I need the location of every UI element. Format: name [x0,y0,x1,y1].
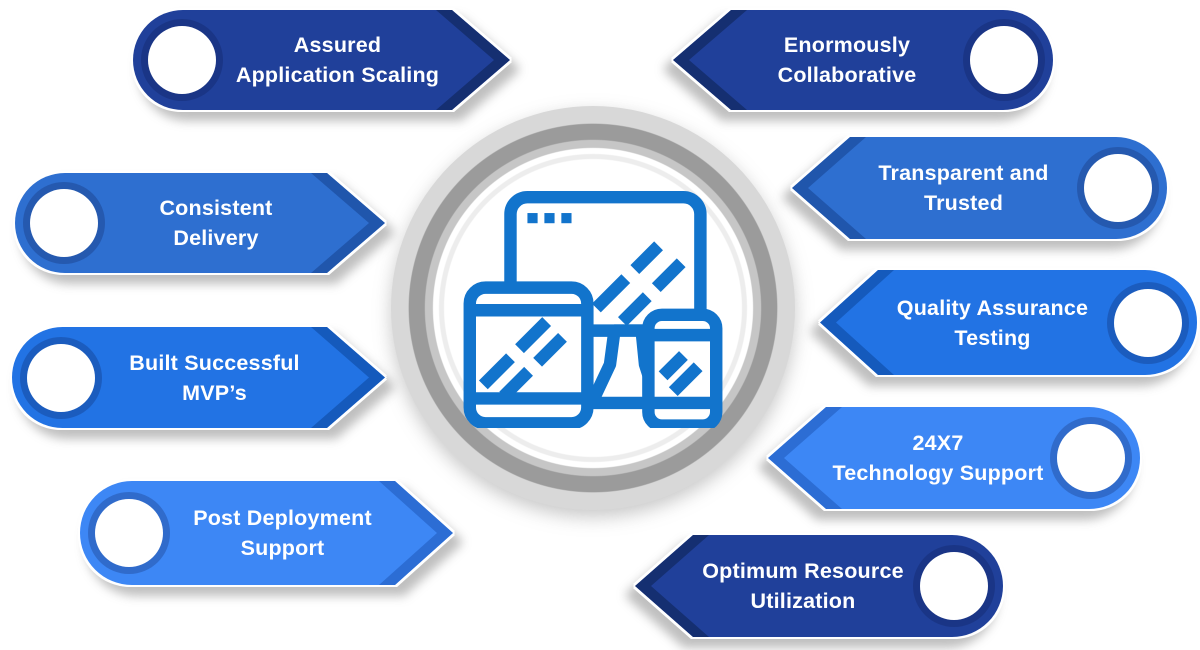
banner-label-line1: Assured [293,33,382,57]
benefit-banner-24x7-technology-support: 24X7 Technology Support [768,407,1140,509]
banner-label-line1: Quality Assurance [896,295,1089,320]
banner-label-line1: Post Deployment [193,506,372,530]
banner-label-line2: Testing [954,325,1031,350]
benefit-banner-post-deployment-support: Post Deployment Support [80,481,453,585]
banner-label-line1: Transparent and [878,161,1049,185]
bullet-circle [1057,424,1125,492]
banner-label-line1: Consistent [159,196,273,220]
banner-label-line1: 24X7 [912,431,964,455]
banner-label-line1: Enormously [783,33,911,57]
shine-slashes-phone [658,351,703,397]
banner-shape: Post Deployment Support [80,481,453,585]
bullet-circle [95,499,163,567]
banner-shape: Enormously Collaborative [673,10,1053,110]
banner-shape: 24X7 Technology Support [768,407,1140,509]
banner-label-line2: Collaborative [777,63,917,87]
banner-label-line1: Built Successful [129,350,300,375]
shine-slashes-tablet [478,317,567,401]
bullet-circle [970,26,1038,94]
banner-label-line2: Utilization [750,589,856,613]
banner-label-line2: MVP’s [182,380,247,405]
banner-label-line2: Trusted [923,191,1004,215]
banner-label: Optimum Resource Utilization [635,535,1003,637]
banner-label-line2: Application Scaling [235,63,440,87]
banner-label: 24X7 Technology Support [768,407,1140,509]
bullet-circle [30,189,98,257]
shine-slashes-monitor [591,241,686,326]
benefit-banner-optimum-resource-utilization: Optimum Resource Utilization [635,535,1003,637]
bullet-circle [148,26,216,94]
banner-label: Consistent Delivery [15,173,385,273]
bullet-circle [1084,154,1152,222]
benefit-banner-quality-assurance-testing: Quality Assurance Testing [820,270,1197,375]
banner-shape: Quality Assurance Testing [820,270,1197,375]
banner-label: Enormously Collaborative [673,10,1053,110]
banner-label: Assured Application Scaling [133,10,510,110]
browser-dots-icon [527,213,572,224]
benefit-banner-built-successful-mvps: Built Successful MVP’s [12,327,385,428]
benefit-banner-consistent-delivery: Consistent Delivery [15,173,385,273]
banner-label: Transparent and Trusted [792,137,1167,239]
banner-shape: Built Successful MVP’s [12,327,385,428]
banner-shape: Consistent Delivery [15,173,385,273]
banner-shape: Transparent and Trusted [792,137,1167,239]
banner-label-line2: Delivery [173,226,259,250]
banner-label: Built Successful MVP’s [12,327,385,428]
center-circle [391,106,795,510]
banner-label: Post Deployment Support [80,481,453,585]
benefit-banner-assured-application-scaling: Assured Application Scaling [133,10,510,110]
bullet-circle [920,552,988,620]
banner-label: Quality Assurance Testing [820,270,1197,375]
responsive-devices-icon [463,191,723,428]
benefit-banner-transparent-and-trusted: Transparent and Trusted [792,137,1167,239]
bullet-circle [1114,288,1182,357]
banner-shape: Optimum Resource Utilization [635,535,1003,637]
banner-shape: Assured Application Scaling [133,10,510,110]
banner-label-line2: Support [240,536,325,560]
bullet-circle [27,344,95,412]
banner-label-line1: Optimum Resource [702,559,904,583]
benefit-banner-enormously-collaborative: Enormously Collaborative [673,10,1053,110]
banner-label-line2: Technology Support [832,461,1044,485]
